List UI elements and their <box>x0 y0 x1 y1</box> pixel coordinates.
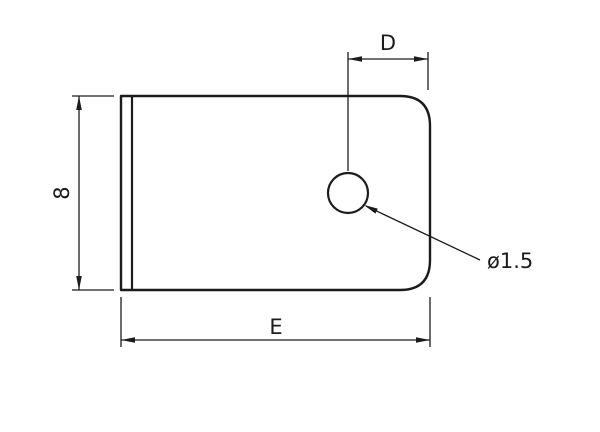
part-outline <box>119 94 432 292</box>
hole-diameter-label: ø1.5 <box>487 249 533 273</box>
hole-circle <box>326 171 370 215</box>
dim-width-arrow-left <box>121 337 135 343</box>
dimension-height: 8 <box>50 95 114 291</box>
dim-height-label: 8 <box>50 186 74 199</box>
dim-d-arrow-left <box>348 56 362 62</box>
hole-leader-arrow <box>364 205 378 214</box>
hole-leader-line <box>365 205 481 261</box>
part-geometry <box>119 94 432 292</box>
dim-d-label: D <box>380 31 396 55</box>
dim-width-label: E <box>269 315 282 339</box>
dimension-hole-offset: D <box>347 31 429 171</box>
dim-height-arrow-bottom <box>76 276 82 290</box>
dim-d-arrow-right <box>414 56 428 62</box>
dim-height-arrow-top <box>76 96 82 110</box>
hole-diameter-callout: ø1.5 <box>364 205 533 273</box>
dim-width-arrow-right <box>416 337 430 343</box>
dimension-width: E <box>120 297 431 347</box>
